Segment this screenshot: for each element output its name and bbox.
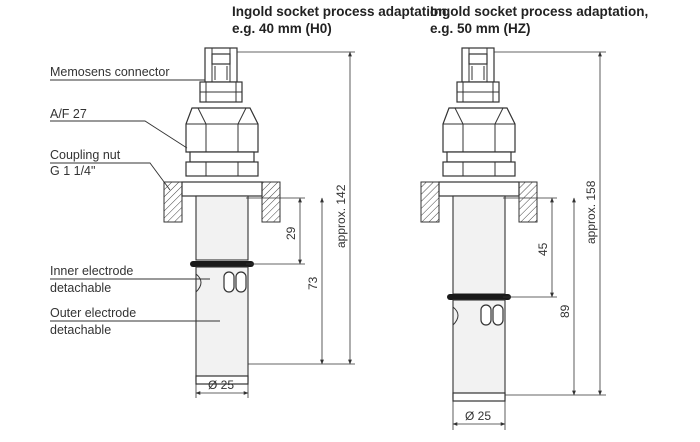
dim-diameter-right: Ø 25 <box>465 409 491 423</box>
right-shaft <box>447 195 511 402</box>
right-dimensions: 45 89 approx. 158 Ø 25 <box>452 51 606 430</box>
dim-approx-158: approx. 158 <box>584 180 598 244</box>
left-title-line1: Ingold socket process adaptation, <box>232 4 450 19</box>
label-memosens-connector: Memosens connector <box>50 65 170 79</box>
left-drawing: Ingold socket process adaptation, e.g. 4… <box>50 4 450 398</box>
left-hex-body <box>185 107 259 177</box>
dim-approx-142: approx. 142 <box>334 184 348 248</box>
left-shaft <box>190 195 254 385</box>
right-coupling-nut <box>420 181 538 223</box>
dim-45: 45 <box>536 242 550 256</box>
label-coupling-nut: Coupling nut <box>50 148 121 162</box>
right-memosens-connector <box>456 47 500 103</box>
right-oring <box>447 294 511 300</box>
right-title-line1: Ingold socket process adaptation, <box>430 4 648 19</box>
dim-diameter-left: Ø 25 <box>208 378 234 392</box>
label-outer-electrode-detachable: detachable <box>50 323 111 337</box>
dim-29: 29 <box>284 226 298 240</box>
label-af27: A/F 27 <box>50 107 87 121</box>
left-oring <box>190 261 254 267</box>
dim-89: 89 <box>558 304 572 318</box>
right-title-line2: e.g. 50 mm (HZ) <box>430 21 531 36</box>
right-drawing: Ingold socket process adaptation, e.g. 5… <box>420 4 648 430</box>
left-coupling-nut <box>163 181 281 223</box>
label-outer-electrode: Outer electrode <box>50 306 136 320</box>
right-hex-body <box>442 107 516 177</box>
label-inner-electrode-detachable: detachable <box>50 281 111 295</box>
label-inner-electrode: Inner electrode <box>50 264 133 278</box>
label-coupling-thread: G 1 1/4" <box>50 164 95 178</box>
dim-73: 73 <box>306 276 320 290</box>
left-memosens-connector <box>199 47 243 103</box>
left-dimensions: 29 73 approx. 142 Ø 25 <box>195 51 355 398</box>
left-title-line2: e.g. 40 mm (H0) <box>232 21 332 36</box>
